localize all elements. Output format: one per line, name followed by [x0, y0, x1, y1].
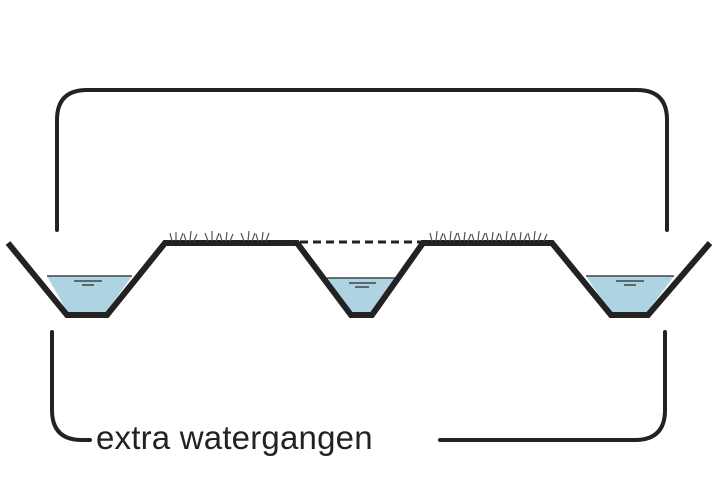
grass-right-field: [429, 230, 548, 242]
caption-label: extra watergangen: [96, 419, 373, 456]
water-right-ditch: [586, 276, 674, 315]
bottom-bracket-right: [438, 330, 667, 442]
water-left-ditch: [47, 276, 132, 315]
water-middle-ditch: [327, 278, 397, 315]
grass-left-field: [169, 230, 270, 242]
water-surface-marks: [47, 275, 674, 288]
top-bracket: [55, 88, 669, 232]
ground-profile: [5, 240, 713, 318]
bottom-bracket-left: [50, 330, 92, 442]
